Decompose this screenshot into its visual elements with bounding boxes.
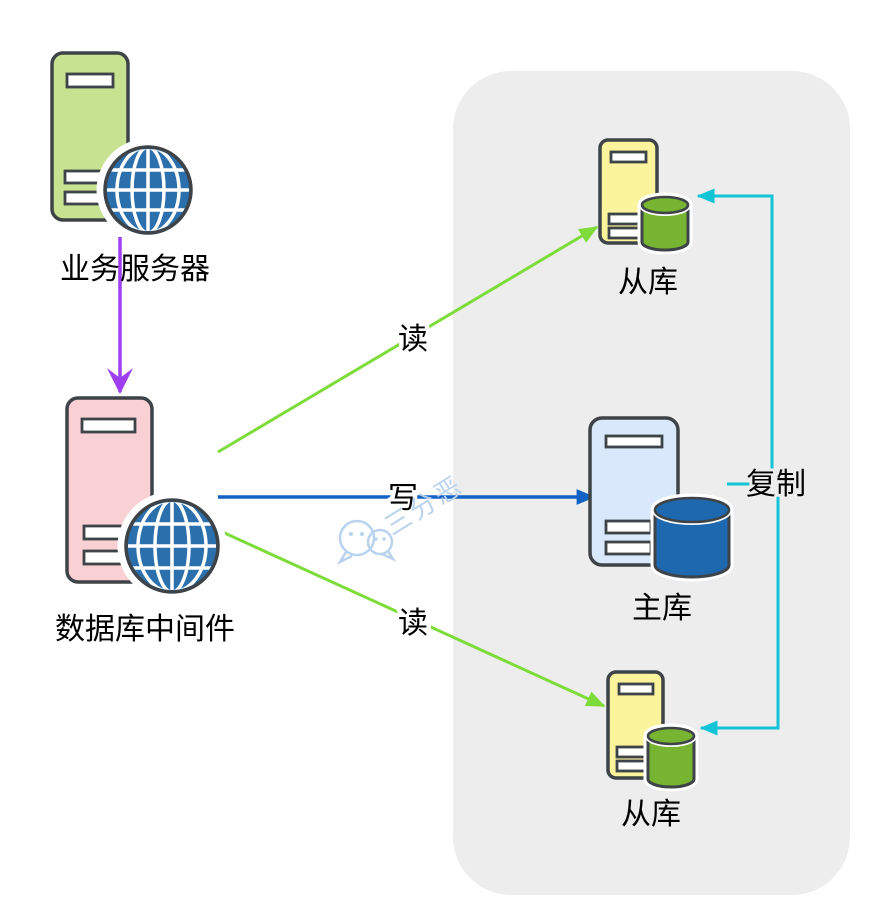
slave-top-node [598,138,693,255]
slave-bottom-label: 从库 [621,797,681,832]
replicate-arrow-bottom [699,484,780,736]
read-arrow-top [217,225,599,454]
server-slot [604,519,653,535]
business-server-label: 业务服务器 [60,252,210,287]
server-slot [609,150,648,164]
server-slot [617,682,655,696]
globe-icon [96,138,200,242]
server-slot [80,417,137,434]
read-label-top: 读 [398,322,428,357]
database-icon [637,192,693,255]
slave-top-label: 从库 [618,265,678,300]
business-server-node [50,51,200,242]
server-slot [604,540,653,556]
globe-icon [117,491,227,601]
wechat-icon [336,519,397,566]
server-slot [65,72,115,89]
database-icon [643,723,699,792]
replicate-arrow-top [696,188,774,486]
database-icon [650,493,734,582]
middleware-node [65,396,227,601]
replicate-label: 复制 [746,467,806,502]
read-label-bottom: 读 [398,606,428,641]
master-label: 主库 [632,591,692,626]
middleware-label: 数据库中间件 [55,612,235,647]
read-arrow-bottom [217,528,606,708]
write-label: 写 [388,481,418,516]
server-slot [604,434,664,449]
slave-bottom-node [606,670,699,792]
master-node [588,416,734,582]
